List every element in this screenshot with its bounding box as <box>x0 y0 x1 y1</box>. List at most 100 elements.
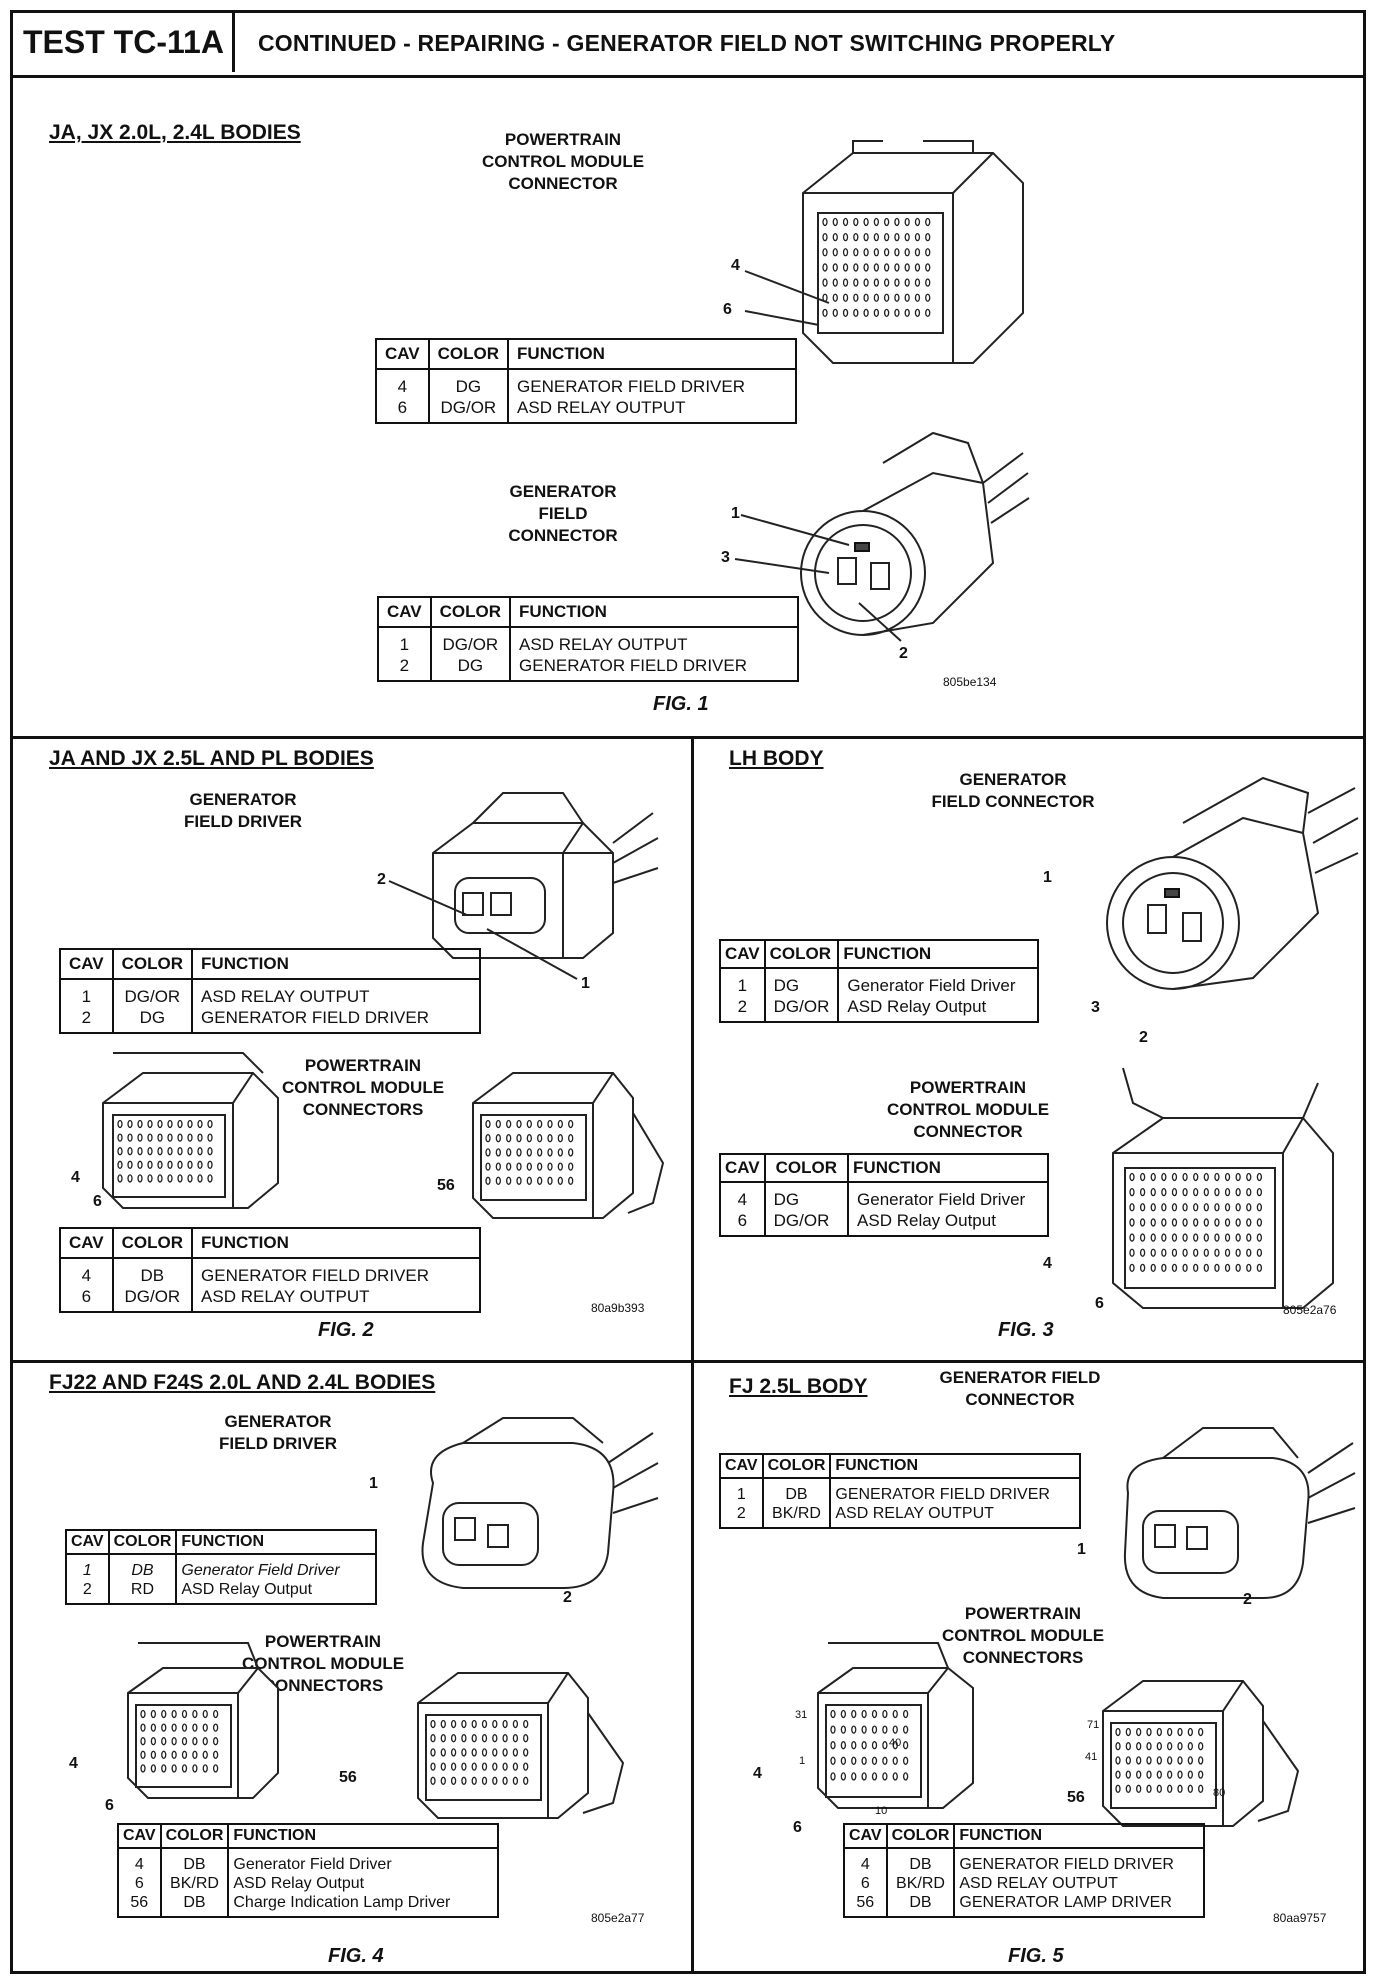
table-header: CAV <box>65 1529 110 1555</box>
connector-pin-cavity <box>894 248 900 257</box>
connector-pin-cavity <box>830 1756 836 1765</box>
connector-pin-cavity <box>1214 1248 1220 1257</box>
connector-pin-cavity <box>1256 1263 1263 1273</box>
connector-pin-cavity <box>914 293 921 302</box>
connector-pin-cavity <box>461 1748 467 1757</box>
connector-pin-cavity <box>202 1709 208 1719</box>
connector-pin-cavity <box>1125 1727 1131 1737</box>
connector-pin-cavity <box>822 263 828 272</box>
table-row: 2 DG GENERATOR FIELD DRIVER <box>59 1007 482 1034</box>
connector-pin-cavity <box>871 1709 878 1719</box>
connector-pin-cavity <box>1146 1727 1152 1737</box>
connector-pin-cavity <box>430 1762 436 1771</box>
connector-pin-cavity <box>1182 1172 1188 1182</box>
connector-pin-cavity <box>137 1119 143 1129</box>
connector-pin-cavity <box>1214 1233 1220 1242</box>
connector-pin-cavity <box>1171 1233 1178 1242</box>
fig2-gen-callout-2: 2 <box>377 871 386 888</box>
connector-pin-cavity <box>863 278 869 287</box>
connector-pin-cavity <box>1246 1203 1252 1212</box>
connector-pin-cavity <box>495 1176 501 1185</box>
connector-pin-cavity <box>192 1764 198 1773</box>
table-cell: ASD Relay Output <box>837 996 1040 1023</box>
connector-pin-cavity <box>140 1709 146 1719</box>
connector-pin-cavity <box>832 278 838 287</box>
fig5-pin-mark-41: 41 <box>1085 1751 1098 1763</box>
fig4-pcm-callout-4: 4 <box>69 1755 78 1772</box>
connector-pin-cavity <box>430 1776 436 1785</box>
connector-pin-cavity <box>506 1134 512 1143</box>
table-cell: GENERATOR FIELD DRIVER <box>191 1258 482 1286</box>
connector-pin-cavity <box>481 1719 488 1729</box>
connector-pin-cavity <box>547 1134 553 1143</box>
connector-pin-cavity <box>851 1709 857 1719</box>
connector-pin-cavity <box>840 1725 847 1734</box>
table-header: FUNCTION <box>953 1823 1206 1849</box>
fig4-gen-callout-2: 2 <box>563 1589 572 1606</box>
connector-pin-cavity <box>167 1133 173 1142</box>
connector-pin-cavity <box>450 1776 457 1785</box>
connector-pin-cavity <box>914 232 921 242</box>
connector-pin-cavity <box>440 1762 446 1771</box>
connector-pin-cavity <box>1235 1248 1241 1257</box>
connector-pin-cavity <box>894 293 900 302</box>
connector-pin-cavity <box>1235 1203 1241 1212</box>
connector-pin-cavity <box>842 248 849 257</box>
connector-pin-cavity <box>863 217 869 227</box>
connector-pin-cavity <box>492 1734 498 1743</box>
connector-pin-cavity <box>1177 1727 1183 1737</box>
table-cell: DB <box>159 1893 230 1918</box>
connector-pin-cavity <box>167 1160 173 1169</box>
connector-pin-cavity <box>1171 1248 1178 1257</box>
table-cell: GENERATOR FIELD DRIVER <box>191 1007 482 1034</box>
connector-pin-cavity <box>502 1719 508 1729</box>
connector-pin-cavity <box>161 1723 167 1732</box>
connector-pin-cavity <box>904 248 910 257</box>
table-cell: 6 <box>719 1210 766 1237</box>
table-header: COLOR <box>111 1227 194 1259</box>
fig5-pin-mark-80: 80 <box>1213 1787 1226 1799</box>
connector-pin-cavity <box>840 1756 847 1765</box>
connector-pin-cavity <box>495 1119 501 1129</box>
connector-pin-cavity <box>1182 1203 1188 1212</box>
table-cell: DG <box>763 968 840 996</box>
connector-pin-cavity <box>537 1148 543 1157</box>
connector-pin-cavity <box>1171 1218 1178 1227</box>
table-header: FUNCTION <box>175 1529 378 1555</box>
connector-pin-cavity <box>171 1709 177 1719</box>
fig2-gen-connector-illustration <box>432 792 659 959</box>
connector-pin-cavity <box>822 248 828 257</box>
table-cell: Generator Field Driver <box>175 1554 378 1580</box>
connector-pin-cavity <box>161 1764 167 1773</box>
fig1-code: 805be134 <box>943 675 997 689</box>
connector-pin-cavity <box>1125 1742 1131 1751</box>
connector-pin-cavity <box>840 1772 847 1781</box>
table-cell: ASD RELAY OUTPUT <box>829 1504 1082 1529</box>
connector-pin-cavity <box>904 293 910 302</box>
fig4-pcm-callout-56: 56 <box>339 1769 357 1786</box>
table-row: 6 BK/RD ASD RELAY OUTPUT <box>843 1874 1206 1893</box>
test-id: TEST TC-11A <box>13 13 235 72</box>
connector-pin-cavity <box>842 308 849 318</box>
connector-pin-cavity <box>1139 1218 1146 1227</box>
table-cell: GENERATOR FIELD DRIVER <box>507 369 798 397</box>
connector-pin-cavity <box>925 263 931 272</box>
connector-pin-cavity <box>1203 1203 1209 1212</box>
connector-pin-cavity <box>894 232 900 242</box>
connector-pin-cavity <box>914 278 921 287</box>
connector-pin-cavity <box>181 1709 188 1719</box>
connector-pin-cavity <box>516 1162 522 1171</box>
connector-pin-cavity <box>157 1147 163 1156</box>
connector-pin-cavity <box>450 1748 457 1757</box>
fig4-pcm-left-pin-grid <box>140 1709 219 1773</box>
connector-pin-cavity <box>506 1119 512 1129</box>
connector-pin-cavity <box>461 1719 467 1729</box>
connector-pin-cavity <box>1224 1172 1231 1182</box>
connector-pin-cavity <box>1167 1784 1173 1793</box>
connector-pin-cavity <box>450 1762 457 1771</box>
connector-pin-cavity <box>873 308 880 318</box>
connector-pin-cavity <box>523 1748 529 1757</box>
connector-pin-cavity <box>1129 1263 1135 1273</box>
fig4-pcm-right-pin-grid <box>430 1719 529 1785</box>
fig1-gen-label: GENERATOR FIELD CONNECTOR <box>508 482 618 545</box>
